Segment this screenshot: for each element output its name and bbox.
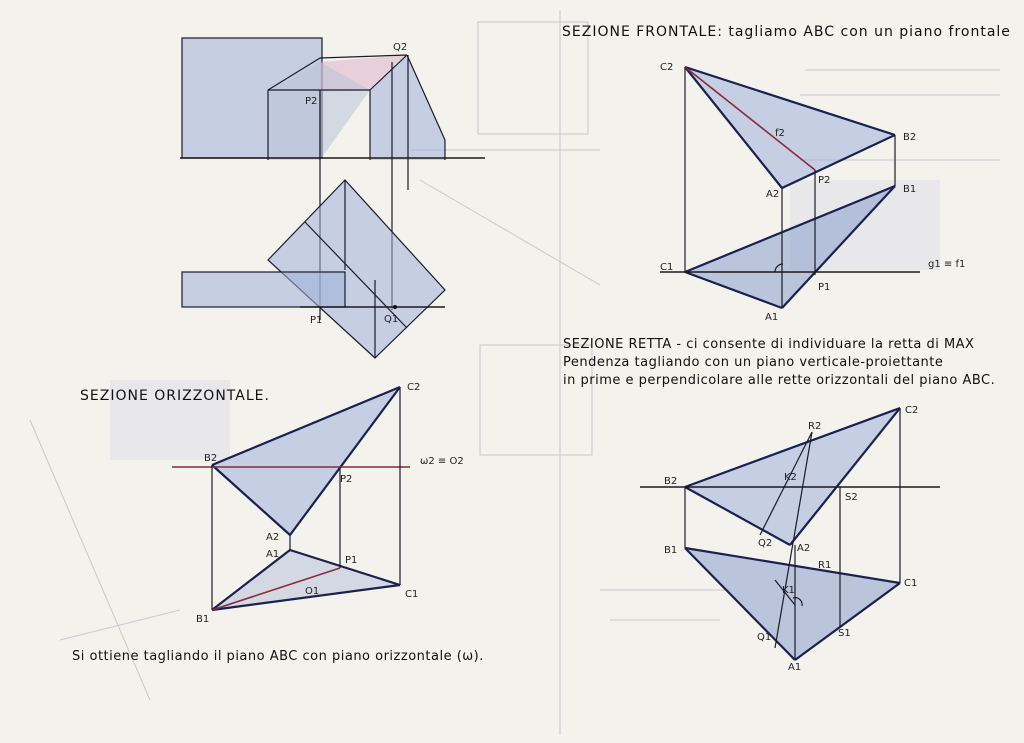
label-p2: P2	[305, 96, 317, 107]
label-straight-a1: A1	[788, 662, 801, 673]
straight-section-drawing	[640, 406, 940, 661]
label-frontal-g1f1: g1 ≡ f1	[928, 259, 965, 270]
label-straight-a2: A2	[797, 543, 810, 554]
label-straight-b1: B1	[664, 545, 677, 556]
label-p1: P1	[310, 315, 322, 326]
horizontal-section-drawing	[172, 385, 410, 612]
heading-sezione-orizzontale: SEZIONE ORIZZONTALE.	[80, 388, 270, 404]
label-horizontal-c1: C1	[405, 589, 418, 600]
label-frontal-a1: A1	[765, 312, 778, 323]
label-horizontal-b1: B1	[196, 614, 209, 625]
label-straight-k1: K1	[782, 585, 795, 596]
label-q1: Q1	[384, 314, 398, 325]
label-straight-c1: C1	[904, 578, 917, 589]
label-frontal-a2: A2	[766, 189, 779, 200]
label-straight-k2: K2	[784, 472, 797, 483]
heading-sezione-retta-line3: in prime e perpendicolare alle rette ori…	[563, 373, 995, 388]
label-frontal-b1: B1	[903, 184, 916, 195]
label-straight-s2: S2	[845, 492, 858, 503]
label-horizontal-b2: B2	[204, 453, 217, 464]
label-straight-c2: C2	[905, 405, 918, 416]
heading-sezione-retta-line2: Pendenza tagliando con un piano vertical…	[563, 355, 943, 370]
frontal-section-drawing	[660, 65, 920, 310]
label-horizontal-c2: C2	[407, 382, 420, 393]
label-frontal-b2: B2	[903, 132, 916, 143]
label-frontal-c1: C1	[660, 262, 673, 273]
label-horizontal-p2: P2	[340, 474, 352, 485]
heading-sezione-retta-line1: SEZIONE RETTA - ci consente di individua…	[563, 337, 974, 352]
label-straight-s1: S1	[838, 628, 851, 639]
label-q2: Q2	[393, 42, 407, 53]
label-straight-q2: Q2	[758, 538, 772, 549]
label-horizontal-p1: P1	[345, 555, 357, 566]
label-frontal-c2: C2	[660, 62, 673, 73]
label-straight-q1: Q1	[757, 632, 771, 643]
label-horizontal-o1: O1	[305, 586, 319, 597]
caption-orizzontale-note: Si ottiene tagliando il piano ABC con pi…	[72, 649, 484, 664]
heading-sezione-frontale: SEZIONE FRONTALE: tagliamo ABC con un pi…	[562, 24, 1011, 40]
prism-section-drawing	[180, 37, 485, 359]
label-straight-r2: R2	[808, 421, 821, 432]
label-frontal-f2: f2	[775, 128, 785, 139]
label-horizontal-w2o2: ω2 ≡ O2	[420, 456, 464, 467]
label-straight-r1: R1	[818, 560, 831, 571]
label-horizontal-a1: A1	[266, 549, 279, 560]
label-frontal-p1: P1	[818, 282, 830, 293]
label-horizontal-a2: A2	[266, 532, 279, 543]
label-straight-b2: B2	[664, 476, 677, 487]
label-frontal-p2: P2	[818, 175, 830, 186]
